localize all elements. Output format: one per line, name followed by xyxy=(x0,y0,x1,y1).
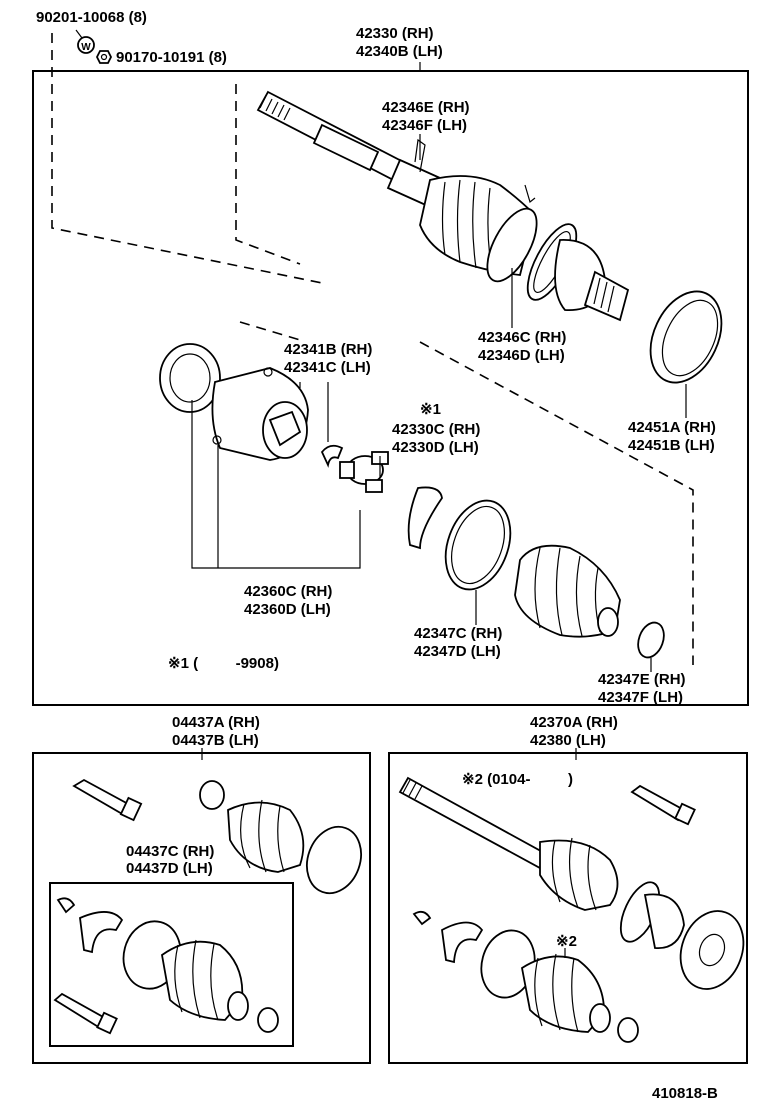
dust-cover-lh-label: 42451B (LH) xyxy=(628,437,715,454)
mark2-label: ※2 xyxy=(556,933,577,950)
joint-assy-lh-label: 42360D (LH) xyxy=(244,601,331,618)
shaft-top-lh-label: 42340B (LH) xyxy=(356,43,443,60)
drive-shaft-upper xyxy=(256,90,630,322)
tripod-mark-label: ※1 xyxy=(420,401,441,418)
grease-tube-top-left xyxy=(72,778,143,822)
tone-ring-rh-label: 42346C (RH) xyxy=(478,329,566,346)
tone-ring-lh-label: 42346D (LH) xyxy=(478,347,565,364)
snap-ring-large xyxy=(407,486,443,550)
inner-snap-ring-large xyxy=(79,911,124,954)
boot-clamp-rh-label: 42347C (RH) xyxy=(414,625,502,642)
inboard-boot xyxy=(514,544,621,638)
inboard-joint-housing xyxy=(211,367,309,461)
boot-band xyxy=(444,499,512,591)
boot-kit-inner-rh-label: 04437C (RH) xyxy=(126,843,214,860)
inner-boot-kit-frame xyxy=(49,882,294,1047)
tripod-lh-label: 42330D (LH) xyxy=(392,439,479,456)
shaft-bottom-rh-label: 42370A (RH) xyxy=(530,714,618,731)
outer-band xyxy=(306,825,362,895)
inboard-joint-rh-label: 42341B (RH) xyxy=(284,341,372,358)
washer-bolt-icon: W xyxy=(77,36,95,54)
figure-id: 410818-B xyxy=(652,1085,718,1102)
tripod-rh-label: 42330C (RH) xyxy=(392,421,480,438)
nut-icon xyxy=(95,50,113,64)
dust-cover-ring xyxy=(649,290,723,384)
boot-kit-outer-lh-label: 04437B (LH) xyxy=(172,732,259,749)
shaft-top-rh-label: 42330 (RH) xyxy=(356,25,434,42)
bolt-guide-line xyxy=(51,33,323,284)
lower-snap-ring-large xyxy=(441,921,484,964)
washer-letter: W xyxy=(81,42,91,53)
inner-snap-ring-small xyxy=(56,897,76,914)
small-clamp-rh-label: 42347E (RH) xyxy=(598,671,686,688)
dust-cover-rh-label: 42451A (RH) xyxy=(628,419,716,436)
small-clamp-ring xyxy=(637,621,665,659)
boot-kit-outer-rh-label: 04437A (RH) xyxy=(172,714,260,731)
boot-kit-inner-lh-label: 04437D (LH) xyxy=(126,860,213,877)
inner-guide-line xyxy=(239,321,301,341)
boot-left-ring xyxy=(159,343,221,413)
joint-assy-rh-label: 42360C (RH) xyxy=(244,583,332,600)
shaft-guide-line xyxy=(235,84,301,265)
shaft-bottom-lh-label: 42380 (LH) xyxy=(530,732,606,749)
grease-tube-right xyxy=(630,784,696,826)
boot-clamp-lh-label: 42347D (LH) xyxy=(414,643,501,660)
inner-boot xyxy=(161,939,249,1021)
lower-snap-ring-small xyxy=(412,910,432,926)
grease-tube-bottom-left xyxy=(53,992,118,1035)
lower-boot xyxy=(521,953,611,1033)
outer-boot xyxy=(227,799,305,873)
tripod-joint xyxy=(339,451,389,493)
note1-label: ※1 ( -9908) xyxy=(168,655,279,672)
note2-label: ※2 (0104- ) xyxy=(462,771,573,788)
snap-ring-small xyxy=(320,444,344,468)
outer-clamp-ring xyxy=(199,780,225,810)
drive-shaft-lower xyxy=(398,776,685,949)
inner-small-clamp xyxy=(257,1007,279,1033)
leader-lines xyxy=(191,62,687,958)
joint-outer-lh-label: 42346F (LH) xyxy=(382,117,467,134)
main-frame xyxy=(32,70,749,706)
dust-cover-lower xyxy=(679,910,745,990)
nut-label: 90170-10191 (8) xyxy=(116,49,227,66)
lower-small-clamp xyxy=(617,1017,639,1043)
joint-guide-line xyxy=(419,341,694,665)
shaft-assy-frame xyxy=(388,752,748,1064)
small-clamp-lh-label: 42347F (LH) xyxy=(598,689,683,706)
inboard-joint-lh-label: 42341C (LH) xyxy=(284,359,371,376)
joint-outer-rh-label: 42346E (RH) xyxy=(382,99,470,116)
bolt-label: 90201-10068 (8) xyxy=(36,9,147,26)
